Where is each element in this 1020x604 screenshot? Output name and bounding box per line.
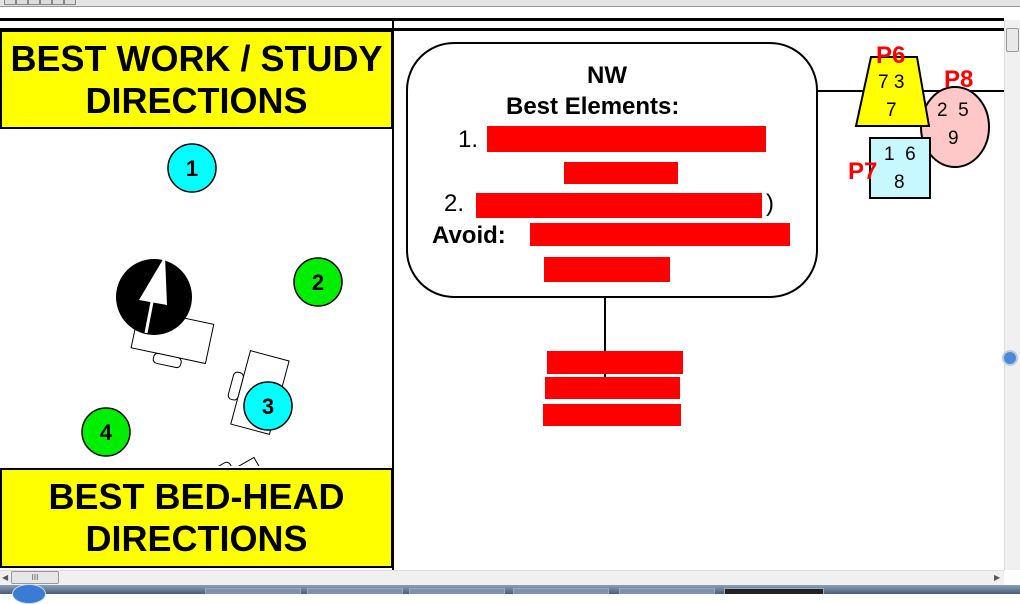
toolbar-button[interactable] [16, 0, 28, 5]
taskbar-button[interactable] [513, 588, 609, 594]
toolbar-button[interactable] [64, 0, 76, 5]
start-button[interactable] [12, 584, 46, 604]
p6-numbers-bottom: 7 [886, 100, 897, 121]
horizontal-scroll-thumb[interactable]: III [11, 571, 59, 584]
bed-head-heading: BEST BED-HEAD DIRECTIONS [0, 468, 393, 568]
toolbar-button[interactable] [28, 0, 40, 5]
scroll-right-arrow-icon[interactable]: ▶ [994, 573, 1001, 582]
toolbar-strip [0, 0, 1020, 7]
direction-1-marker [167, 143, 217, 193]
p8-ellipse [920, 86, 990, 168]
north-arrow-icon [139, 256, 167, 305]
horizontal-scrollbar[interactable] [0, 570, 1004, 585]
p8-numbers-top: 2 5 [937, 100, 969, 121]
vertical-scrollbar[interactable] [1004, 20, 1020, 570]
item-2-number: 2. [444, 190, 465, 217]
avoid-label: Avoid: [432, 222, 506, 249]
browse-object-icon[interactable] [1002, 350, 1018, 366]
taskbar-button[interactable] [409, 588, 505, 594]
taskbar-button[interactable] [205, 588, 301, 594]
table-border [0, 28, 1004, 31]
nw-info-box [406, 42, 818, 298]
redaction-bar [547, 351, 683, 374]
toolbar-button[interactable] [40, 0, 52, 5]
taskbar [0, 585, 1020, 594]
redaction-bar [544, 257, 670, 282]
p6-trapezoid [854, 56, 931, 127]
direction-4-marker [81, 407, 131, 457]
p8-label: P8 [944, 66, 974, 93]
redaction-bar [487, 126, 766, 152]
nw-title: NW [587, 62, 627, 89]
direction-diagram [81, 143, 343, 466]
p7-numbers-bottom: 8 [894, 172, 905, 193]
p6-label: P6 [876, 42, 906, 69]
direction-2-marker [293, 257, 343, 307]
redaction-bar [530, 223, 790, 246]
toolbar-button[interactable] [4, 0, 16, 5]
p8-numbers-bottom: 9 [948, 128, 959, 149]
connector-line-vertical [604, 298, 606, 378]
taskbar-button[interactable] [307, 588, 403, 594]
taskbar-button[interactable] [619, 588, 715, 594]
p7-numbers-top: 1 6 [884, 144, 916, 165]
vertical-scroll-thumb[interactable] [1006, 28, 1019, 52]
desk-3 [187, 456, 275, 466]
shapes-diagram [854, 56, 990, 199]
scroll-left-arrow-icon[interactable]: ◀ [2, 573, 9, 582]
item-1-number: 1. [458, 126, 479, 153]
redaction-bar [543, 404, 681, 426]
p7-square [869, 137, 931, 199]
work-study-heading: BEST WORK / STUDY DIRECTIONS [0, 30, 393, 129]
heading-text: BEST BED-HEAD DIRECTIONS [48, 476, 345, 559]
table-border-top [0, 18, 1004, 21]
redaction-bar [545, 377, 680, 399]
heading-text: BEST WORK / STUDY DIRECTIONS [10, 37, 383, 121]
direction-3-marker [243, 381, 293, 431]
direction-2-label: 2 [311, 270, 325, 295]
toolbar-button[interactable] [52, 0, 64, 5]
p7-label: P7 [848, 158, 878, 185]
direction-1-label: 1 [185, 156, 199, 181]
taskbar-button-active[interactable] [724, 588, 824, 594]
item-2-close-paren: ) [766, 190, 774, 217]
redaction-bar [476, 193, 762, 218]
redaction-bar [564, 162, 678, 184]
p6-numbers-top: 7 3 [878, 72, 905, 93]
best-elements-label: Best Elements: [506, 93, 680, 120]
direction-3-label: 3 [261, 394, 275, 419]
direction-4-label: 4 [99, 420, 113, 445]
column-divider [392, 20, 394, 570]
